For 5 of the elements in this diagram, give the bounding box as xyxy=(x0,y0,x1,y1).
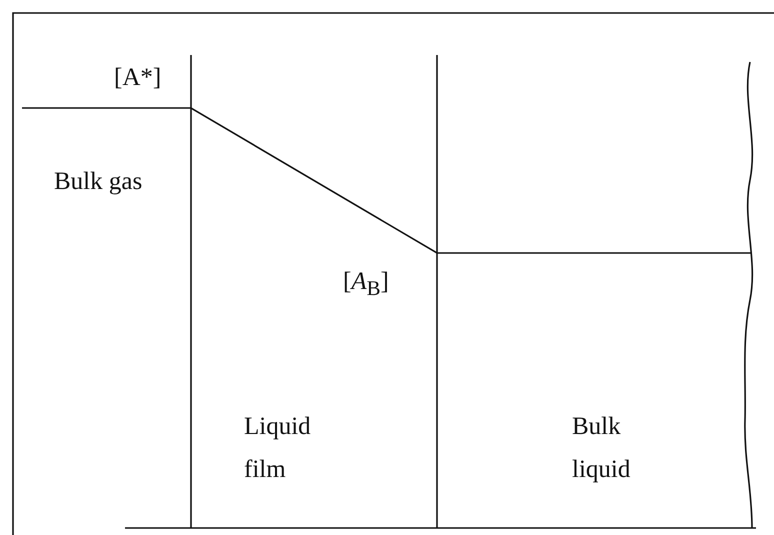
region-label: Bulk gas xyxy=(54,167,142,197)
region-label: Bulk liquid xyxy=(572,412,632,485)
region-label: Liquid film xyxy=(244,412,312,485)
concentration-label: [A$_{B}$] xyxy=(343,267,389,302)
concentration-label: [A*] xyxy=(114,63,162,93)
